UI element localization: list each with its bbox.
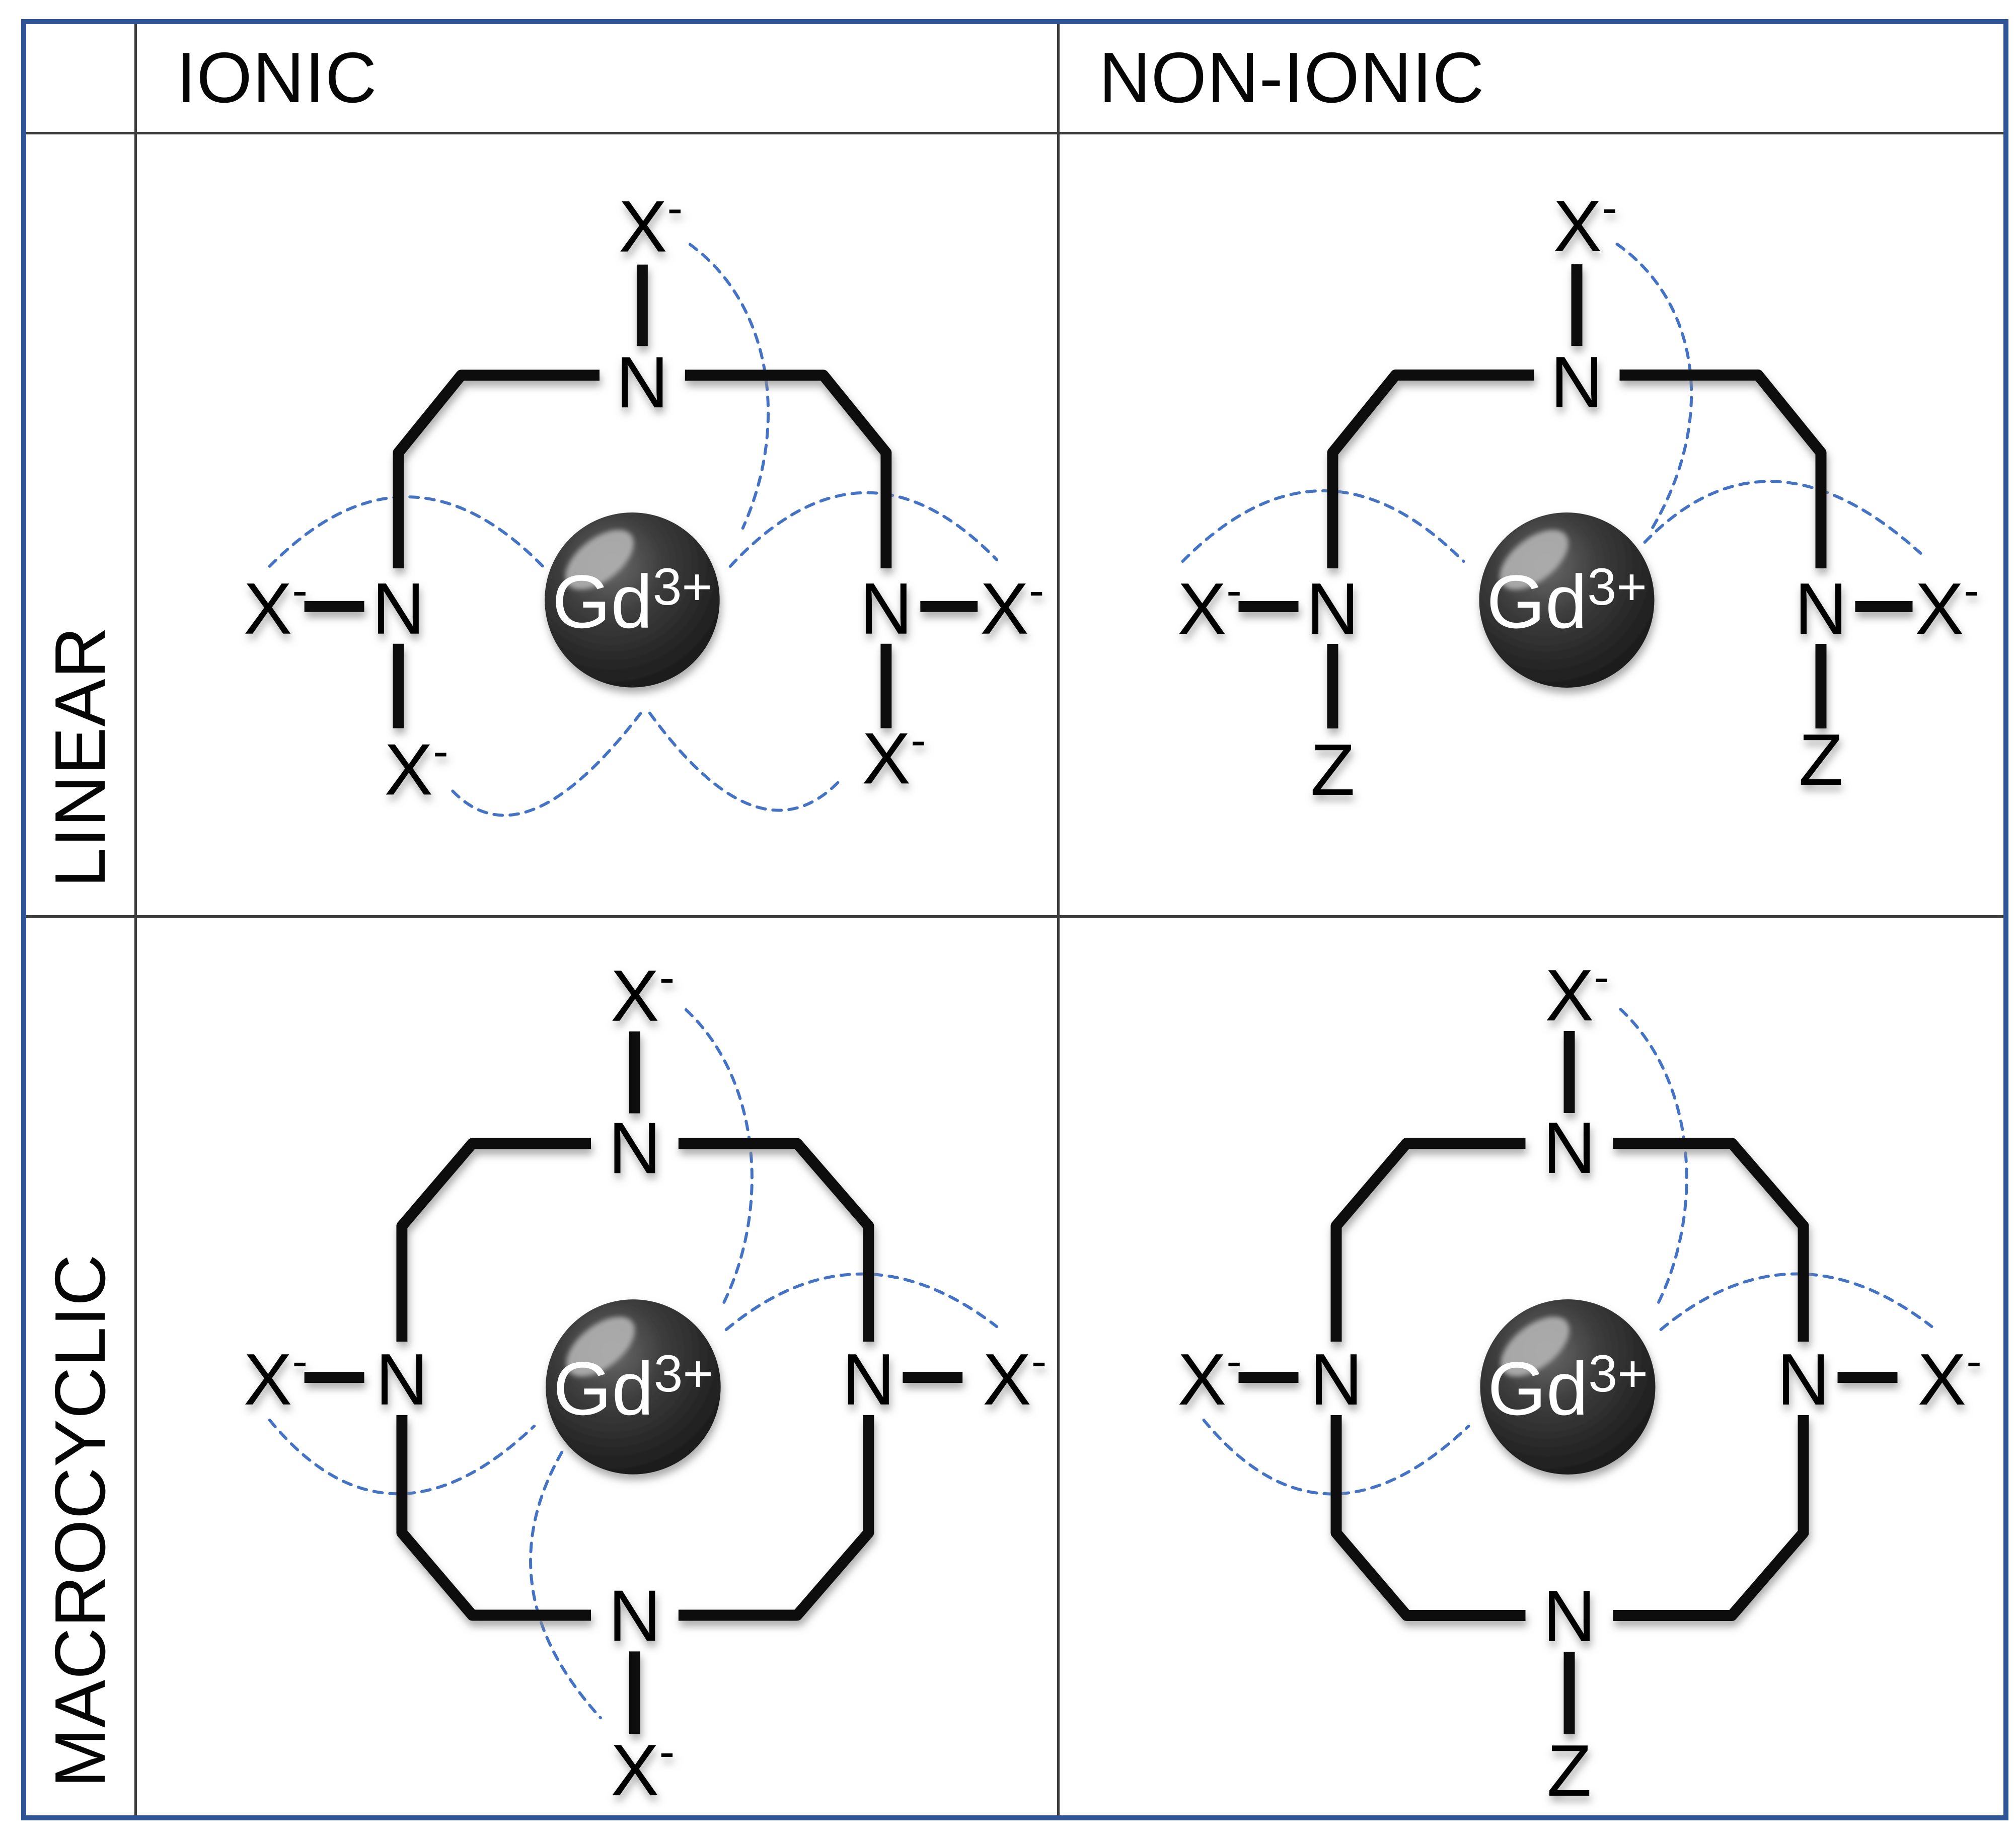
- x-minus-label: X-: [611, 1726, 675, 1811]
- coordination-arc: [268, 495, 549, 572]
- classification-table: IONIC NON-IONIC LINEAR: [26, 24, 2003, 1815]
- nitrogen-label: N: [1543, 1107, 1596, 1189]
- macrocycle-ring-segment: [1613, 1415, 1809, 1621]
- column-header-ionic: IONIC: [137, 24, 1060, 134]
- row-header-linear: LINEAR: [26, 134, 137, 918]
- cell-linear-nonionic: Gd3+ X- N X- N N X- Z Z: [1060, 134, 2003, 918]
- coordination-arc: [268, 1418, 536, 1496]
- column-header-nonionic-label: NON-IONIC: [1099, 38, 1485, 118]
- gd-ion-sphere: Gd3+: [546, 1299, 721, 1475]
- column-header-ionic-label: IONIC: [176, 38, 378, 118]
- structure-macrocyclic-nonionic: Gd3+ X- N X- N N X- N Z: [1178, 951, 1982, 1811]
- nitrogen-label: N: [1795, 568, 1847, 649]
- nitrogen-label: N: [1550, 341, 1603, 423]
- gd-label: Gd3+: [553, 1345, 713, 1431]
- structure-macrocyclic-ionic: Gd3+ X- N X- N N X- N X-: [244, 952, 1047, 1811]
- macrocycle-ring-segment: [1330, 1138, 1526, 1342]
- coordination-arc: [728, 491, 999, 568]
- column-header-nonionic: NON-IONIC: [1060, 24, 2003, 134]
- nitrogen-label: N: [372, 568, 425, 649]
- coordination-arc: [1202, 1419, 1470, 1496]
- macrocycle-ring-segment: [396, 1138, 591, 1342]
- sphere-highlight: [565, 530, 634, 590]
- x-minus-label: X-: [1918, 1336, 1982, 1420]
- row-header-linear-label: LINEAR: [40, 626, 120, 888]
- gd-label: Gd3+: [1486, 558, 1647, 644]
- x-minus-label: X-: [244, 1336, 308, 1420]
- nitrogen-label: N: [616, 341, 669, 423]
- macrocycle-ring-segment: [1330, 1415, 1526, 1621]
- nitrogen-label: N: [860, 568, 913, 649]
- z-label: Z: [1310, 729, 1355, 811]
- cell-macrocyclic-nonionic: Gd3+ X- N X- N N X- N Z: [1060, 918, 2003, 1815]
- x-minus-label: X-: [244, 565, 308, 649]
- nitrogen-label: N: [609, 1575, 661, 1656]
- coordination-arcs: [1202, 1008, 1933, 1496]
- gd-ion-sphere: Gd3+: [545, 512, 720, 688]
- z-label: Z: [1799, 719, 1843, 800]
- figure-frame: IONIC NON-IONIC LINEAR: [21, 19, 2008, 1820]
- macrocycle-ring-segment: [1613, 1138, 1809, 1342]
- x-minus-label: X-: [384, 725, 448, 810]
- sphere-highlight: [566, 1316, 635, 1377]
- gd-ion-sphere: Gd3+: [1480, 1299, 1656, 1475]
- coordination-arc: [688, 243, 770, 530]
- gd-label: Gd3+: [552, 558, 712, 644]
- chelate-skeleton: Gd3+ X- N X- N N X- Z Z: [1178, 182, 1979, 811]
- gd-label: Gd3+: [1487, 1345, 1648, 1431]
- nitrogen-label: N: [376, 1339, 428, 1420]
- bond: [1619, 370, 1827, 568]
- coordination-arc: [1615, 243, 1693, 530]
- structure-linear-ionic: Gd3+ X- N X- N N X- X- X-: [244, 183, 1044, 817]
- nitrogen-label: N: [1777, 1339, 1830, 1420]
- corner-cell: [26, 24, 137, 134]
- nitrogen-label: N: [842, 1339, 895, 1420]
- coordination-arcs: [1181, 243, 1922, 563]
- nitrogen-label: N: [1306, 568, 1359, 649]
- x-minus-label: X-: [1178, 1336, 1242, 1420]
- coordination-arc: [451, 711, 642, 817]
- x-minus-label: X-: [862, 714, 926, 799]
- nitrogen-label: N: [1543, 1575, 1596, 1657]
- macrocycle-ring-segment: [678, 1138, 874, 1342]
- coordination-arc: [529, 1450, 602, 1720]
- sphere-highlight: [1501, 1316, 1570, 1377]
- coordination-arc: [1181, 489, 1465, 563]
- structure-linear-nonionic: Gd3+ X- N X- N N X- Z Z: [1178, 182, 1979, 811]
- chelate-skeleton: Gd3+ X- N X- N N X- X- X-: [244, 183, 1044, 811]
- bond: [1327, 370, 1534, 568]
- cell-linear-ionic: Gd3+ X- N X- N N X- X- X-: [137, 134, 1060, 918]
- coordination-arcs: [268, 243, 999, 817]
- chelate-skeleton: Gd3+ X- N X- N N X- N Z: [1178, 951, 1982, 1811]
- x-minus-label: X-: [611, 952, 675, 1037]
- x-minus-label: X-: [980, 565, 1044, 649]
- row-header-macrocyclic: MACROCYCLIC: [26, 918, 137, 1815]
- gd-ion-sphere: Gd3+: [1479, 512, 1655, 688]
- macrocycle-ring-segment: [396, 1415, 591, 1621]
- coordination-arc: [1643, 480, 1922, 555]
- cell-macrocyclic-ionic: Gd3+ X- N X- N N X- N X-: [137, 918, 1060, 1815]
- x-minus-label: X-: [619, 183, 683, 267]
- bond: [685, 370, 892, 568]
- nitrogen-label: N: [609, 1107, 661, 1189]
- coordination-arc: [724, 1272, 999, 1332]
- macrocycle-ring-segment: [678, 1415, 874, 1621]
- row-header-macrocyclic-label: MACROCYCLIC: [40, 1254, 120, 1788]
- x-minus-label: X-: [1545, 951, 1609, 1036]
- coordination-arcs: [268, 1008, 999, 1720]
- sphere-highlight: [1500, 530, 1569, 590]
- coordination-arc: [684, 1008, 754, 1310]
- coordination-arc: [1619, 1008, 1688, 1309]
- chelate-skeleton: Gd3+ X- N X- N N X- N X-: [244, 952, 1047, 1811]
- coordination-arc: [648, 711, 843, 812]
- bond: [393, 370, 600, 568]
- nitrogen-label: N: [1310, 1339, 1363, 1420]
- x-minus-label: X-: [1178, 565, 1242, 649]
- z-label: Z: [1547, 1730, 1592, 1811]
- x-minus-label: X-: [983, 1336, 1047, 1420]
- x-minus-label: X-: [1915, 565, 1979, 649]
- coordination-arc: [1659, 1272, 1933, 1331]
- x-minus-label: X-: [1553, 182, 1617, 267]
